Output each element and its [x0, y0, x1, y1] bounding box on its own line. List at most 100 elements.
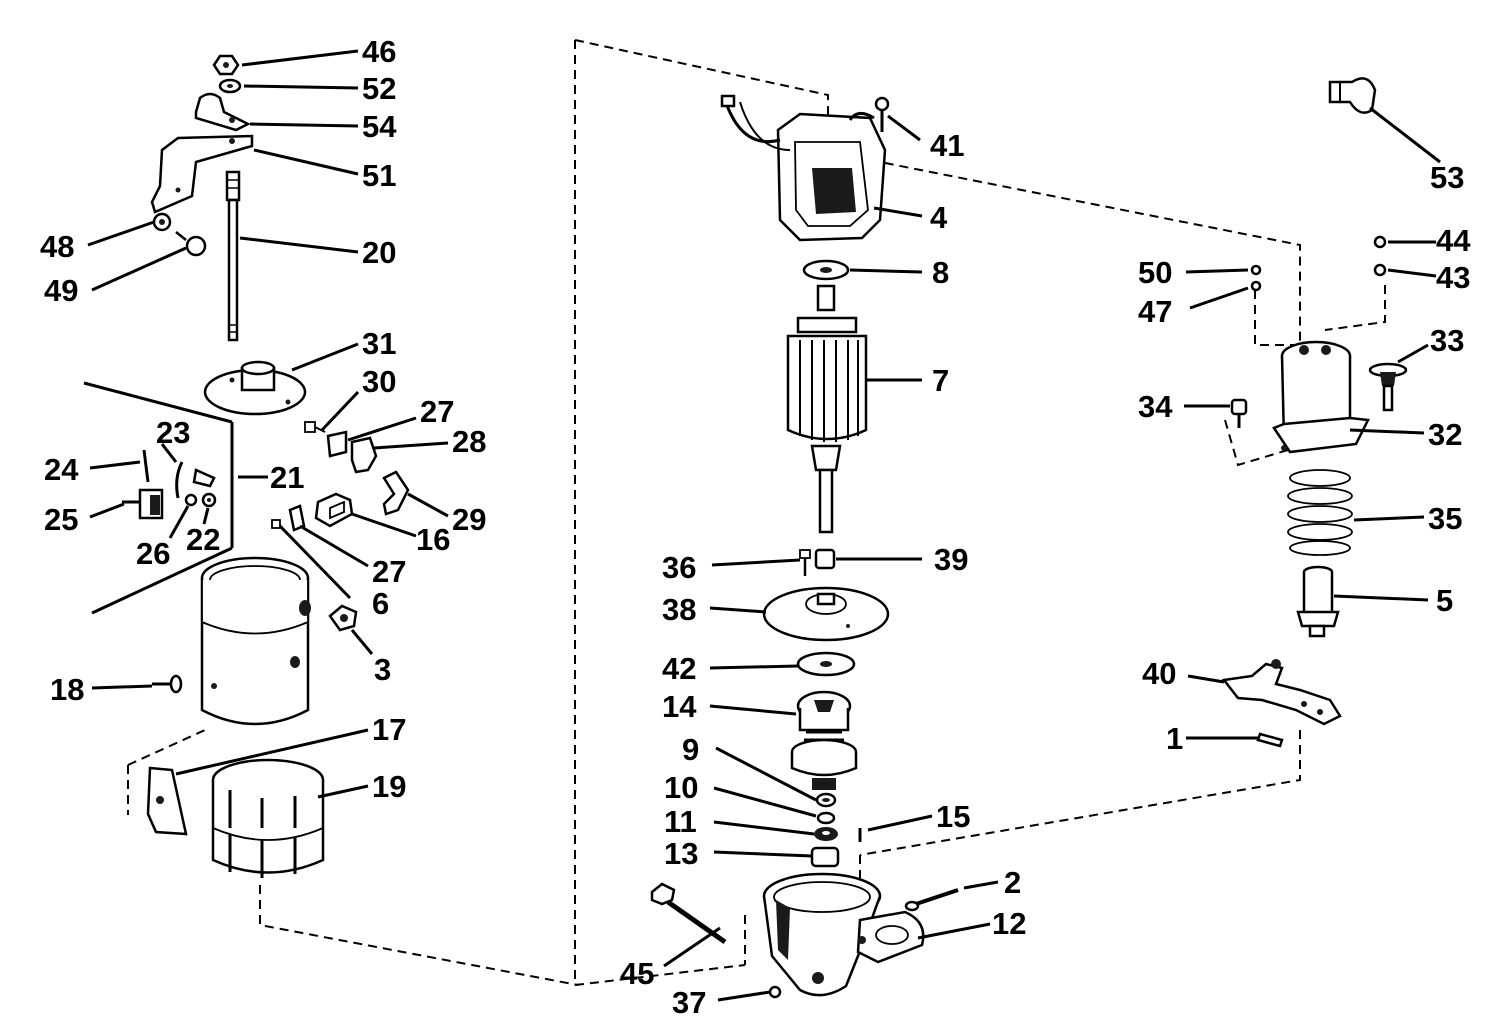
callout-48: 48	[40, 229, 74, 264]
callout-42: 42	[662, 651, 696, 686]
callout-43: 43	[1436, 260, 1470, 295]
part-pin-24	[142, 449, 150, 483]
part-lever-40	[1221, 659, 1342, 726]
callout-45: 45	[620, 956, 654, 991]
leader-lines	[83, 49, 1441, 1002]
part-brush-27-upper	[326, 430, 348, 458]
part-nut-22	[201, 492, 217, 508]
part-lead-23	[175, 461, 216, 499]
callout-7: 7	[932, 363, 949, 398]
part-through-bolt-20	[225, 170, 241, 342]
callout-21: 21	[270, 460, 304, 495]
part-field-frame	[200, 556, 311, 726]
callout-22: 22	[186, 522, 220, 557]
part-washer-37	[768, 985, 782, 999]
callout-30: 30	[362, 364, 396, 399]
part-screw-34	[1230, 398, 1248, 428]
callout-16: 16	[416, 522, 450, 557]
part-washer-47	[1250, 280, 1262, 292]
callout-17: 17	[372, 712, 406, 747]
callout-44: 44	[1436, 223, 1471, 258]
part-clamp-54	[194, 92, 251, 132]
callout-4: 4	[930, 200, 948, 235]
part-pin-1	[1256, 732, 1284, 748]
callout-26: 26	[136, 536, 170, 571]
part-insulator-17	[146, 766, 188, 836]
callout-8: 8	[932, 255, 949, 290]
part-nut-46	[212, 54, 240, 76]
part-terminal-25	[122, 488, 164, 520]
callout-27-lower: 27	[372, 554, 406, 589]
callout-49: 49	[44, 273, 78, 308]
part-screw-49	[175, 231, 207, 257]
callout-11: 11	[664, 804, 697, 839]
callout-24: 24	[44, 452, 79, 487]
part-bolt-45	[650, 882, 727, 945]
callout-52: 52	[362, 71, 396, 106]
part-end-plate-31	[203, 360, 307, 416]
part-drive-14	[790, 690, 858, 790]
part-washer-8	[802, 259, 850, 281]
callout-2: 2	[1004, 865, 1021, 900]
callout-6: 6	[372, 586, 389, 621]
callout-37: 37	[672, 985, 706, 1020]
callout-38: 38	[662, 592, 696, 627]
callout-50: 50	[1138, 255, 1172, 290]
callout-51: 51	[362, 158, 396, 193]
part-ring-11-lower	[814, 827, 838, 841]
callout-1: 1	[1166, 721, 1183, 756]
callout-14: 14	[662, 689, 697, 724]
callout-12: 12	[992, 906, 1026, 941]
callout-3: 3	[374, 652, 391, 687]
assembly-dashed-lines	[127, 39, 1386, 987]
part-bushing-13	[810, 846, 840, 868]
callout-39: 39	[934, 542, 968, 577]
part-screw-6	[271, 519, 281, 529]
callout-10: 10	[664, 770, 698, 805]
callout-20: 20	[362, 235, 396, 270]
part-ring-11	[816, 811, 836, 825]
callout-labels: 46 52 54 51 48 20 49 31 30 27 23 28 24 2…	[40, 34, 1471, 1020]
callout-33: 33	[1430, 323, 1464, 358]
part-bolt-2	[904, 888, 959, 912]
callout-29: 29	[452, 502, 486, 537]
callout-9: 9	[682, 732, 699, 767]
callout-41: 41	[930, 128, 964, 163]
callout-46: 46	[362, 34, 396, 69]
part-bracket-51	[150, 134, 254, 214]
callout-27-upper: 27	[420, 394, 454, 429]
part-washer-10	[815, 792, 837, 808]
callout-54: 54	[362, 109, 397, 144]
callout-53: 53	[1430, 160, 1464, 195]
callout-36: 36	[662, 550, 696, 585]
callout-40: 40	[1142, 656, 1176, 691]
part-brush-holder-28	[350, 436, 378, 474]
callout-18: 18	[50, 672, 84, 707]
callout-5: 5	[1436, 583, 1453, 618]
callout-15: 15	[936, 799, 970, 834]
part-washer-43	[1373, 263, 1387, 277]
part-brush-27-lower	[288, 504, 306, 532]
part-washer-42	[796, 651, 856, 677]
part-solenoid-32	[1272, 340, 1370, 454]
part-grommet-3	[328, 604, 358, 632]
part-washer-52	[218, 78, 242, 94]
callout-34: 34	[1138, 389, 1173, 424]
part-terminal-33	[1368, 362, 1408, 412]
part-armature-7	[786, 284, 868, 534]
part-drive-housing-12	[762, 872, 925, 997]
part-brush-holder-16	[314, 492, 354, 528]
callout-25: 25	[44, 502, 78, 537]
part-screw-36	[799, 549, 811, 576]
part-boot-53	[1328, 77, 1377, 114]
part-screw-30	[304, 421, 326, 433]
part-bushing-39	[814, 548, 836, 570]
callout-19: 19	[372, 769, 406, 804]
part-cage-19	[211, 758, 325, 878]
part-washer-26	[184, 493, 198, 507]
part-screw-41	[874, 96, 890, 132]
part-washer-48	[152, 212, 172, 232]
part-spring-35	[1287, 469, 1353, 556]
callout-47: 47	[1138, 294, 1172, 329]
part-end-cap-38	[762, 586, 890, 642]
